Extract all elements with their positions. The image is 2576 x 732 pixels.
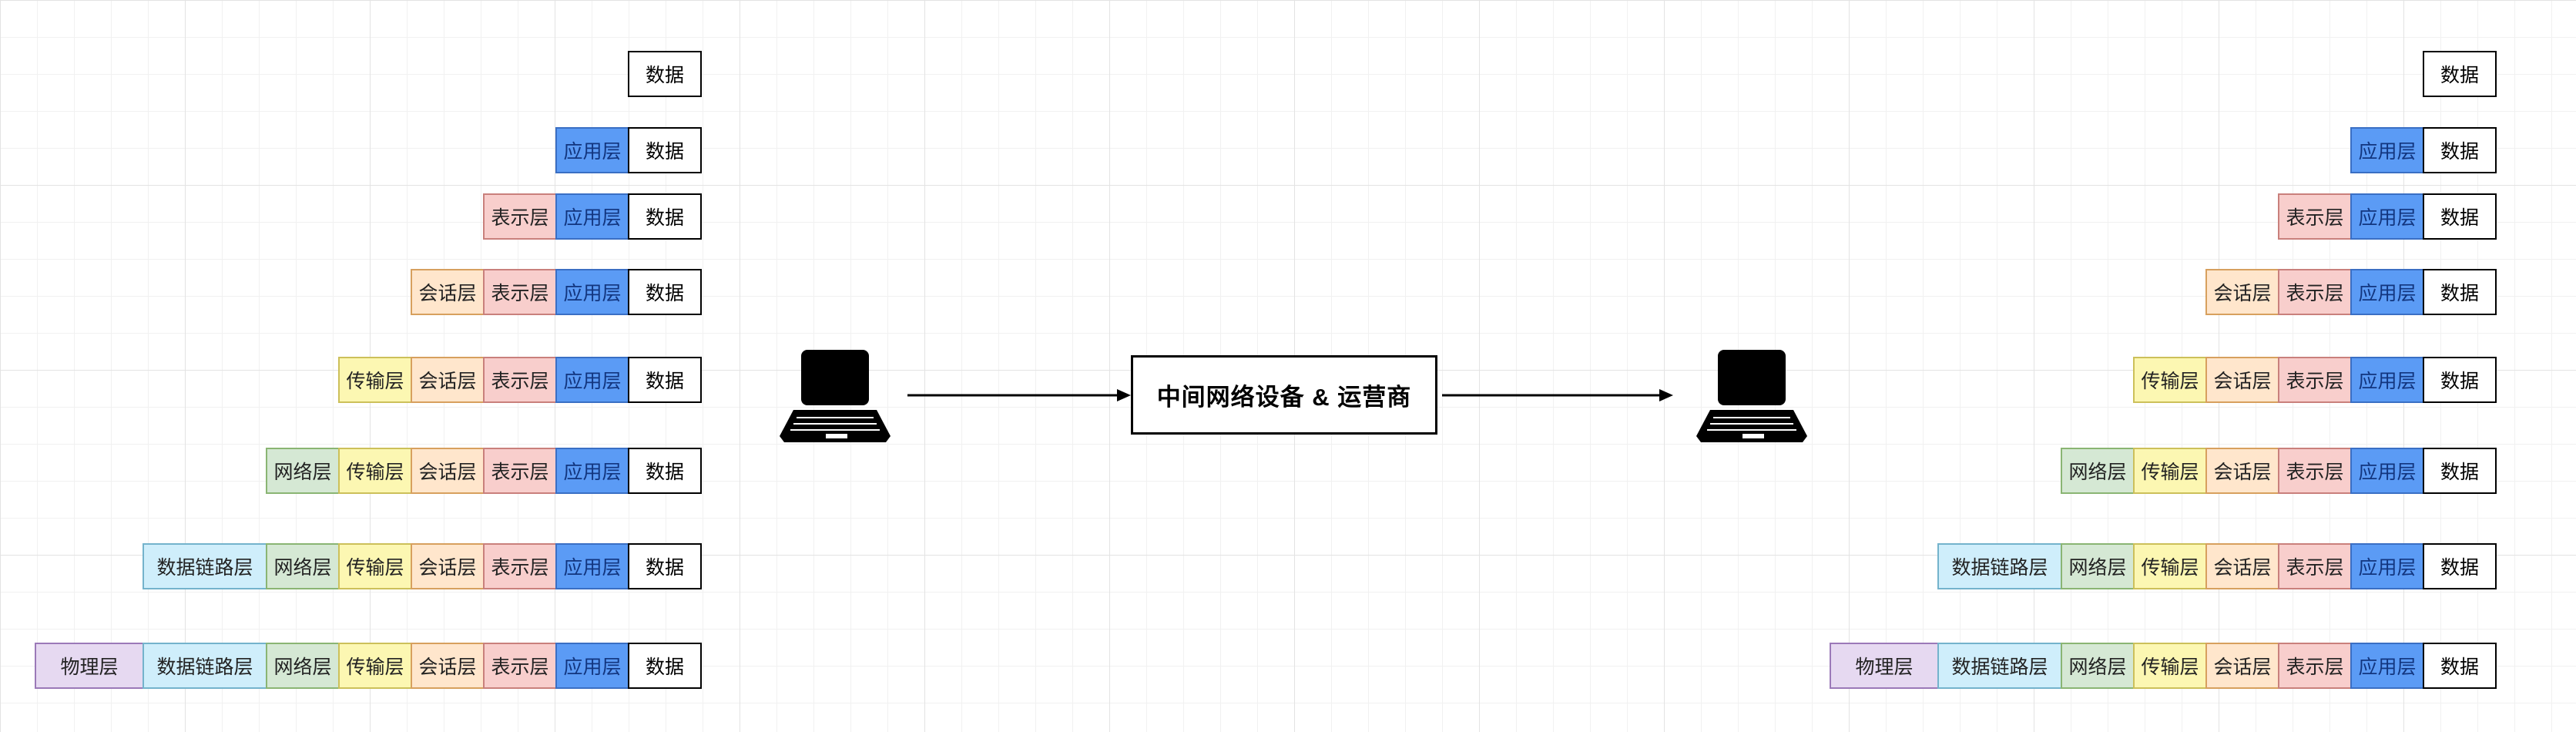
- cell-presentation-layer: 表示层: [2278, 643, 2352, 689]
- cell-data: 数据: [628, 127, 702, 173]
- left-encapsulation-row-3: 表示层应用层数据: [483, 193, 702, 240]
- cell-session-layer: 会话层: [411, 643, 485, 689]
- right-encapsulation-row-2: 应用层数据: [2350, 127, 2497, 173]
- right-encapsulation-row-8: 物理层数据链路层网络层传输层会话层表示层应用层数据: [1830, 643, 2497, 689]
- cell-session-layer: 会话层: [411, 269, 485, 315]
- left-encapsulation-row-7: 数据链路层网络层传输层会话层表示层应用层数据: [143, 543, 702, 589]
- cell-data: 数据: [628, 51, 702, 97]
- cell-application-layer: 应用层: [2350, 269, 2424, 315]
- cell-physical-layer: 物理层: [35, 643, 144, 689]
- cell-presentation-layer: 表示层: [2278, 357, 2352, 403]
- cell-presentation-layer: 表示层: [483, 193, 557, 240]
- intermediate-network-box: 中间网络设备 & 运营商: [1131, 355, 1437, 435]
- cell-data: 数据: [2423, 448, 2497, 494]
- cell-presentation-layer: 表示层: [2278, 448, 2352, 494]
- cell-datalink-layer: 数据链路层: [143, 643, 267, 689]
- cell-data: 数据: [2423, 643, 2497, 689]
- right-encapsulation-row-6: 网络层传输层会话层表示层应用层数据: [2061, 448, 2497, 494]
- cell-data: 数据: [2423, 193, 2497, 240]
- left-encapsulation-row-5: 传输层会话层表示层应用层数据: [338, 357, 702, 403]
- cell-application-layer: 应用层: [555, 269, 629, 315]
- cell-presentation-layer: 表示层: [483, 357, 557, 403]
- cell-data: 数据: [2423, 269, 2497, 315]
- cell-presentation-layer: 表示层: [2278, 193, 2352, 240]
- cell-datalink-layer: 数据链路层: [1937, 643, 2062, 689]
- cell-application-layer: 应用层: [555, 543, 629, 589]
- left-encapsulation-row-2: 应用层数据: [555, 127, 702, 173]
- cell-data: 数据: [2423, 357, 2497, 403]
- cell-application-layer: 应用层: [555, 193, 629, 240]
- cell-data: 数据: [2423, 127, 2497, 173]
- cell-data: 数据: [628, 643, 702, 689]
- cell-network-layer: 网络层: [2061, 643, 2135, 689]
- cell-application-layer: 应用层: [555, 643, 629, 689]
- cell-presentation-layer: 表示层: [2278, 543, 2352, 589]
- right-encapsulation-row-7: 数据链路层网络层传输层会话层表示层应用层数据: [1937, 543, 2497, 589]
- cell-session-layer: 会话层: [2205, 448, 2279, 494]
- cell-application-layer: 应用层: [555, 127, 629, 173]
- cell-application-layer: 应用层: [2350, 543, 2424, 589]
- cell-data: 数据: [2423, 543, 2497, 589]
- cell-session-layer: 会话层: [411, 357, 485, 403]
- arrow-center-to-right-icon: [1442, 389, 1673, 401]
- cell-application-layer: 应用层: [2350, 643, 2424, 689]
- laptop-icon-right: [1696, 350, 1807, 442]
- cell-network-layer: 网络层: [2061, 448, 2135, 494]
- cell-datalink-layer: 数据链路层: [1937, 543, 2062, 589]
- right-encapsulation-row-5: 传输层会话层表示层应用层数据: [2133, 357, 2497, 403]
- cell-session-layer: 会话层: [411, 448, 485, 494]
- cell-presentation-layer: 表示层: [483, 643, 557, 689]
- cell-transport-layer: 传输层: [338, 357, 412, 403]
- cell-data: 数据: [628, 543, 702, 589]
- cell-transport-layer: 传输层: [2133, 643, 2207, 689]
- cell-application-layer: 应用层: [2350, 357, 2424, 403]
- right-encapsulation-row-1: 数据: [2423, 51, 2497, 97]
- left-encapsulation-row-4: 会话层表示层应用层数据: [411, 269, 702, 315]
- cell-session-layer: 会话层: [2205, 357, 2279, 403]
- cell-application-layer: 应用层: [2350, 448, 2424, 494]
- cell-network-layer: 网络层: [266, 448, 340, 494]
- cell-session-layer: 会话层: [411, 543, 485, 589]
- arrow-left-to-center-icon: [907, 389, 1131, 401]
- cell-application-layer: 应用层: [2350, 127, 2424, 173]
- cell-application-layer: 应用层: [555, 357, 629, 403]
- cell-transport-layer: 传输层: [2133, 543, 2207, 589]
- cell-data: 数据: [2423, 51, 2497, 97]
- cell-presentation-layer: 表示层: [2278, 269, 2352, 315]
- cell-physical-layer: 物理层: [1830, 643, 1939, 689]
- cell-transport-layer: 传输层: [338, 643, 412, 689]
- cell-data: 数据: [628, 357, 702, 403]
- cell-transport-layer: 传输层: [338, 448, 412, 494]
- right-encapsulation-row-4: 会话层表示层应用层数据: [2205, 269, 2497, 315]
- cell-application-layer: 应用层: [2350, 193, 2424, 240]
- cell-transport-layer: 传输层: [338, 543, 412, 589]
- laptop-icon-left: [780, 350, 891, 442]
- cell-presentation-layer: 表示层: [483, 543, 557, 589]
- cell-data: 数据: [628, 269, 702, 315]
- left-encapsulation-row-6: 网络层传输层会话层表示层应用层数据: [266, 448, 702, 494]
- intermediate-network-label: 中间网络设备 & 运营商: [1156, 384, 1412, 411]
- left-encapsulation-row-8: 物理层数据链路层网络层传输层会话层表示层应用层数据: [35, 643, 702, 689]
- cell-data: 数据: [628, 193, 702, 240]
- right-encapsulation-row-3: 表示层应用层数据: [2278, 193, 2497, 240]
- cell-datalink-layer: 数据链路层: [143, 543, 267, 589]
- cell-transport-layer: 传输层: [2133, 448, 2207, 494]
- cell-network-layer: 网络层: [266, 543, 340, 589]
- cell-network-layer: 网络层: [2061, 543, 2135, 589]
- cell-network-layer: 网络层: [266, 643, 340, 689]
- cell-transport-layer: 传输层: [2133, 357, 2207, 403]
- cell-presentation-layer: 表示层: [483, 269, 557, 315]
- cell-presentation-layer: 表示层: [483, 448, 557, 494]
- cell-application-layer: 应用层: [555, 448, 629, 494]
- cell-session-layer: 会话层: [2205, 543, 2279, 589]
- cell-data: 数据: [628, 448, 702, 494]
- cell-session-layer: 会话层: [2205, 643, 2279, 689]
- cell-session-layer: 会话层: [2205, 269, 2279, 315]
- left-encapsulation-row-1: 数据: [628, 51, 702, 97]
